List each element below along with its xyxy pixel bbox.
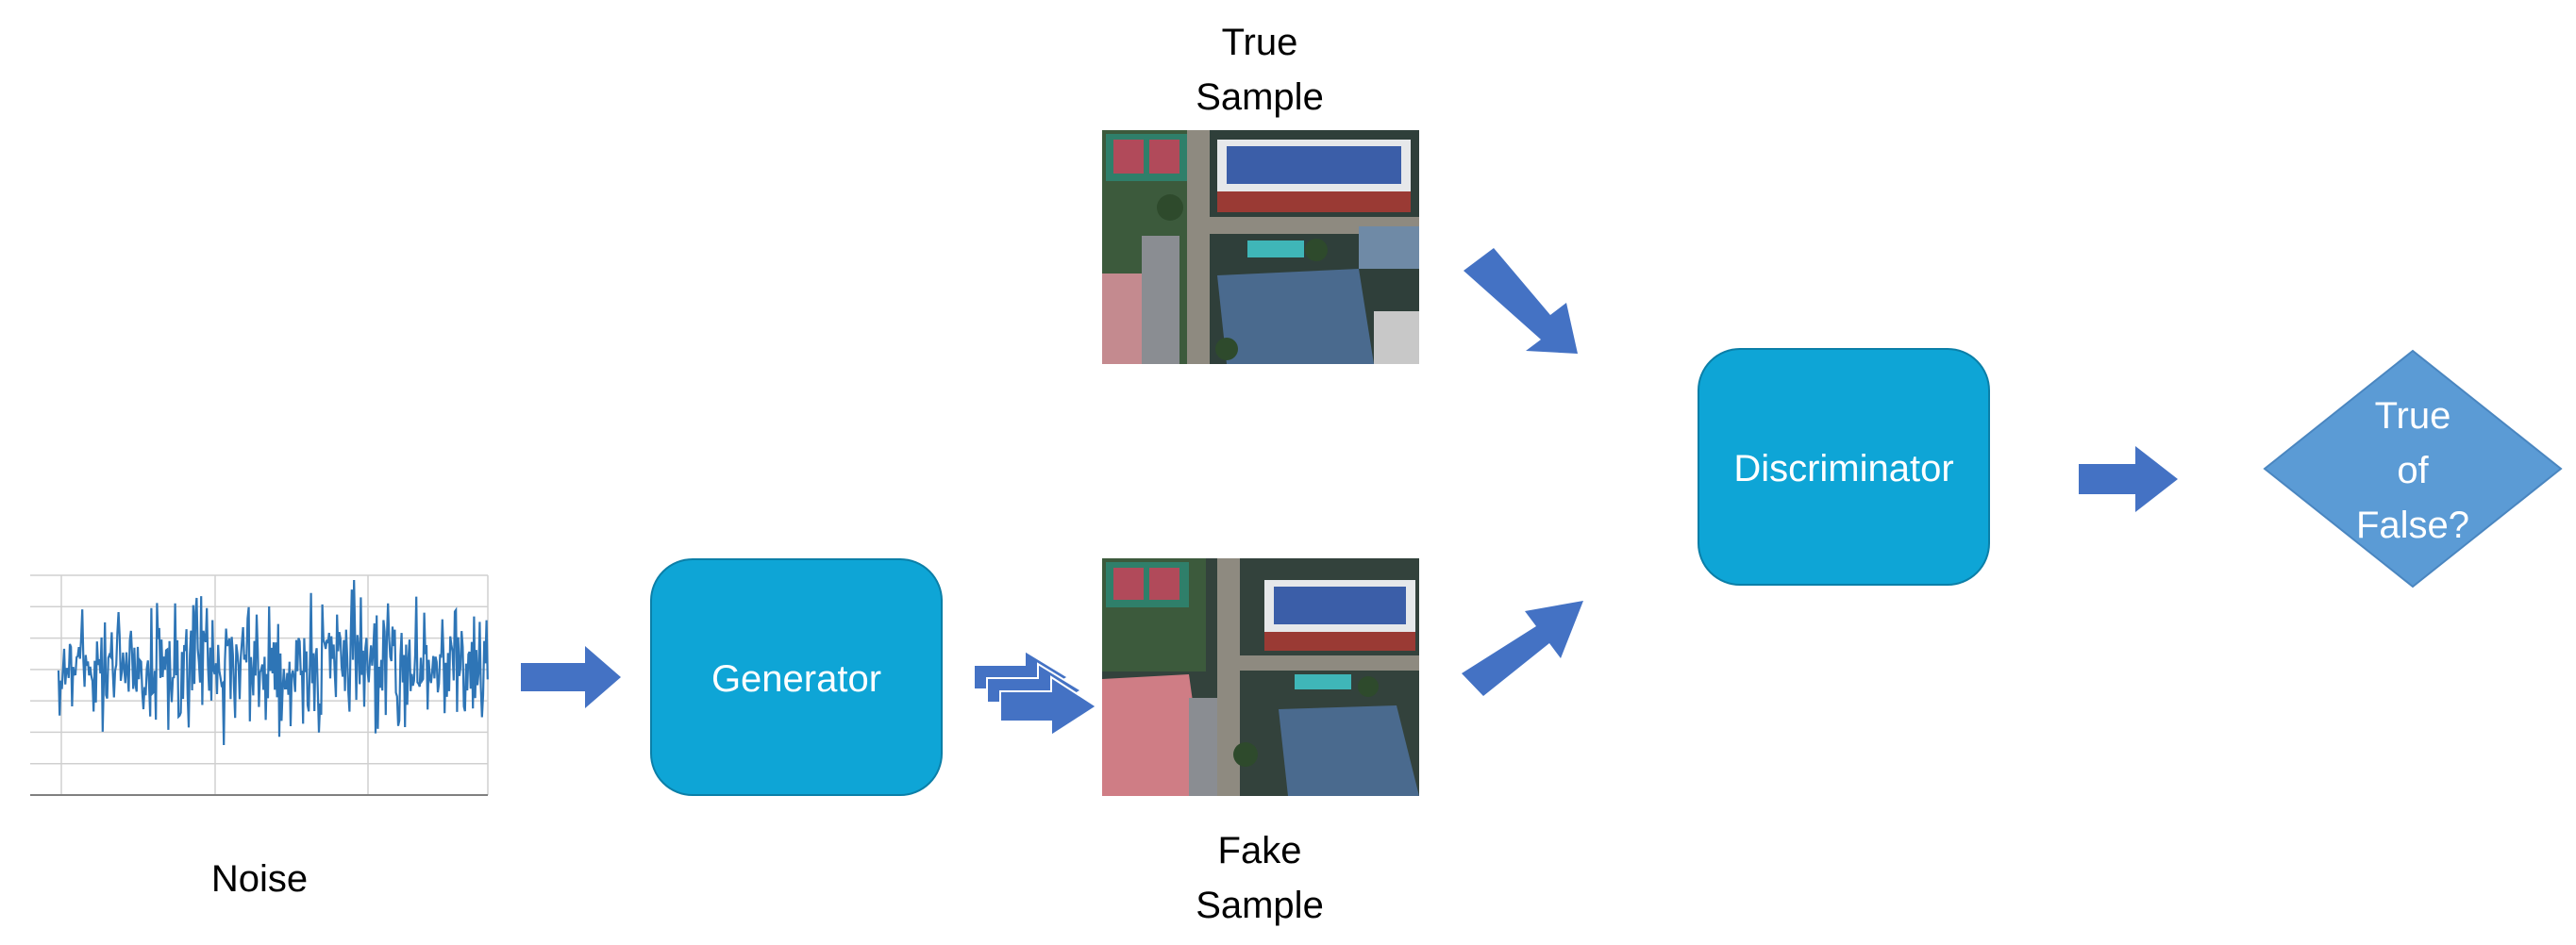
decision-label-line1: True bbox=[2375, 395, 2451, 437]
fake-sample-label-line2: Sample bbox=[1196, 885, 1324, 926]
generator-box: Generator bbox=[650, 558, 943, 796]
discriminator-box: Discriminator bbox=[1698, 348, 1990, 586]
generator-label: Generator bbox=[711, 658, 881, 700]
decision-label-line3: False? bbox=[2356, 505, 2469, 546]
true-sample-label-line2: Sample bbox=[1196, 76, 1324, 118]
noise-plot bbox=[30, 574, 489, 796]
discriminator-label: Discriminator bbox=[1733, 448, 1953, 489]
stacked-arrows-generator-to-fake bbox=[973, 649, 1098, 738]
decision-label-line2: of bbox=[2397, 450, 2429, 491]
fake-sample-label-line1: Fake bbox=[1218, 830, 1302, 871]
noise-signal bbox=[57, 579, 489, 746]
true-sample-image bbox=[1102, 130, 1419, 364]
decision-diamond: True of False? bbox=[2263, 349, 2563, 589]
noise-label: Noise bbox=[211, 858, 308, 900]
arrow-noise-to-generator bbox=[521, 646, 621, 708]
true-sample-label-line1: True bbox=[1222, 22, 1298, 63]
arrow-true-to-discriminator bbox=[1464, 248, 1578, 354]
arrow-discriminator-to-decision bbox=[2079, 446, 2178, 512]
fake-sample-image bbox=[1102, 558, 1419, 796]
arrow-fake-to-discriminator bbox=[1462, 601, 1583, 696]
